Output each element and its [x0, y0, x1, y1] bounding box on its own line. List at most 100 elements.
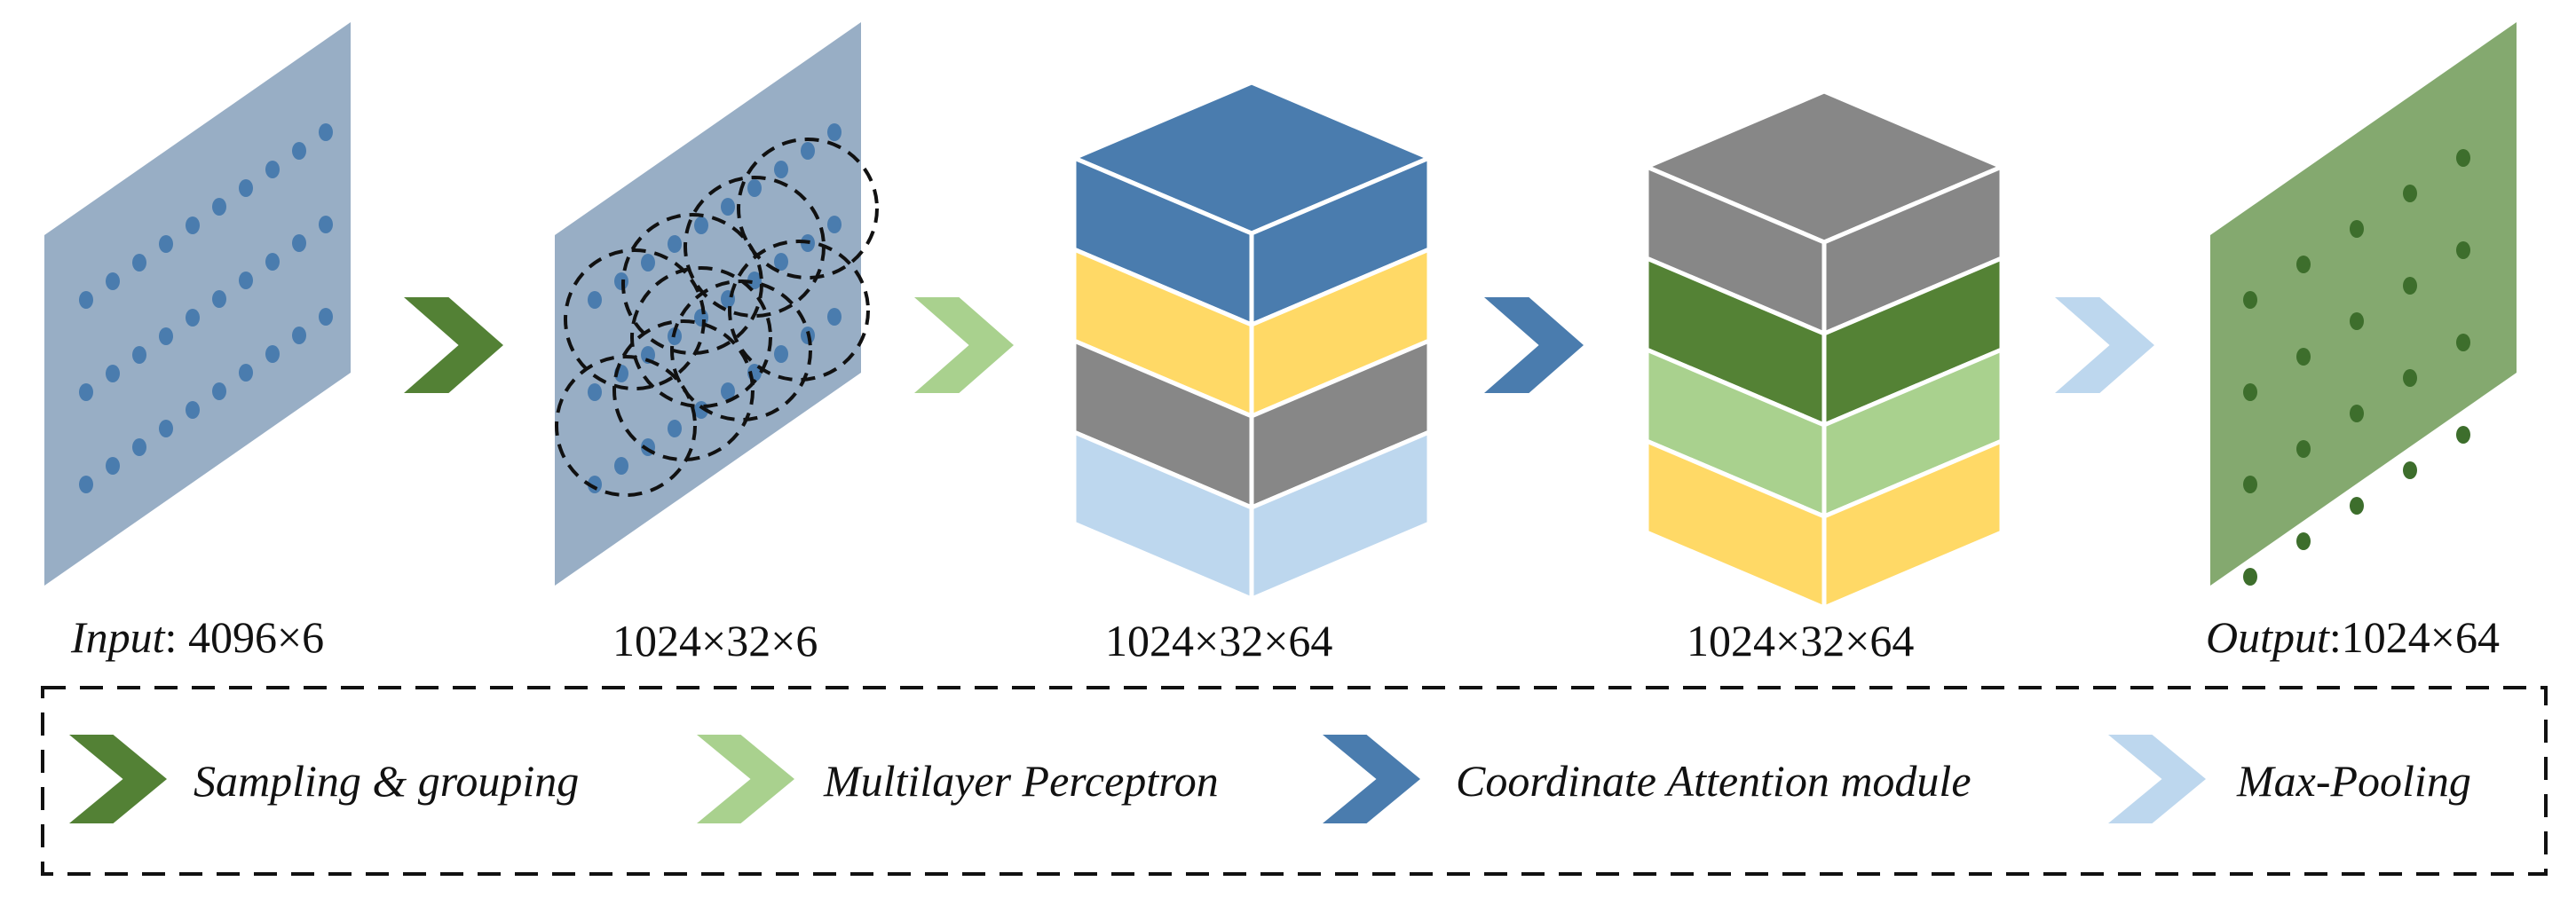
ca-label-value: 1024×32×64: [1687, 616, 1915, 665]
input-point: [159, 327, 173, 345]
input-point: [186, 401, 200, 419]
grouped-point: [641, 254, 655, 272]
input-point: [132, 346, 146, 364]
output-point: [2243, 476, 2257, 493]
input-point: [186, 309, 200, 327]
mlp-feature-stack: [1068, 80, 1435, 602]
grouped-point: [774, 345, 788, 363]
input-point: [239, 179, 253, 197]
input-point: [239, 364, 253, 382]
output-point: [2456, 334, 2470, 351]
grouped-point: [827, 308, 842, 326]
grouped-point: [747, 179, 762, 197]
legend-label-attention: Coordinate Attention module: [1456, 756, 1972, 806]
legend-chevron-icon: [697, 735, 794, 823]
input-point: [292, 327, 306, 344]
grouped-point: [721, 198, 735, 216]
output-point: [2403, 461, 2417, 479]
input-point: [79, 383, 93, 401]
grouped-point: [588, 476, 602, 493]
legend-chevron-icon: [2108, 735, 2206, 823]
grouped-point: [827, 123, 842, 141]
output-point: [2456, 149, 2470, 167]
ca-layer-right-face: [1821, 437, 2004, 611]
grouped-point: [694, 216, 708, 234]
grouped-point: [668, 235, 682, 253]
input-point: [265, 345, 280, 363]
output-point: [2296, 256, 2311, 273]
input-point: [292, 142, 306, 160]
group-radius-circle: [630, 266, 772, 408]
mlp-arrow: [914, 297, 1014, 393]
output-point: [2296, 440, 2311, 458]
output-plane-surface: [2210, 22, 2517, 586]
input-label-value: : 4096×6: [164, 612, 325, 662]
output-point: [2350, 405, 2364, 422]
input-point: [106, 365, 120, 382]
output-label-prefix: Output: [2206, 612, 2329, 662]
legend-box: [41, 686, 2548, 876]
input-point: [159, 420, 173, 437]
legend-icons: [69, 735, 2206, 823]
grouped-label-value: 1024×32×6: [612, 616, 818, 665]
output-point: [2243, 568, 2257, 586]
ca-label: 1024×32×64: [1687, 618, 1914, 663]
group-radius-circle: [728, 240, 870, 382]
output-label: Output:1024×64: [2206, 615, 2500, 659]
grouped-point: [614, 272, 628, 290]
input-point: [79, 476, 93, 493]
mlp-layer-right-face: [1249, 429, 1432, 602]
output-point: [2403, 277, 2417, 295]
input-point: [79, 291, 93, 309]
input-point: [132, 438, 146, 456]
output-point: [2456, 241, 2470, 259]
output-point: [2296, 348, 2311, 366]
attention-feature-stack: [1640, 89, 2008, 611]
legend-chevron-icon: [69, 735, 167, 823]
grouped-point-cloud-plane: [555, 22, 879, 586]
input-label: Input: 4096×6: [71, 615, 324, 659]
grouped-point: [827, 216, 842, 233]
grouped-point: [588, 383, 602, 401]
group-radius-circle: [670, 279, 812, 421]
input-point: [106, 272, 120, 290]
output-point: [2350, 220, 2364, 238]
output-point: [2456, 426, 2470, 444]
grouped-label: 1024×32×6: [612, 618, 818, 663]
input-point: [212, 198, 226, 216]
output-point: [2350, 497, 2364, 515]
group-radius-circle: [564, 248, 706, 390]
input-point: [106, 457, 120, 475]
group-radius-circle: [555, 355, 697, 497]
output-point: [2350, 312, 2364, 330]
legend-label-mlp: Multilayer Perceptron: [824, 756, 1219, 806]
input-point: [212, 382, 226, 400]
output-point: [2296, 532, 2311, 550]
input-point: [239, 272, 253, 289]
grouped-point: [614, 457, 628, 475]
input-point: [212, 290, 226, 308]
input-point: [319, 308, 333, 326]
input-point: [319, 123, 333, 141]
grouped-point: [774, 161, 788, 178]
input-point-cloud-plane: [44, 22, 351, 586]
group-radius-circle: [737, 138, 879, 279]
input-point: [132, 254, 146, 272]
grouped-point: [721, 382, 735, 400]
sampling-arrow: [404, 297, 503, 393]
output-point: [2403, 185, 2417, 202]
input-point: [159, 235, 173, 253]
pipeline-arrows: [404, 297, 2154, 393]
legend-label-maxpool: Max-Pooling: [2237, 756, 2471, 806]
legend-chevron-icon: [1323, 735, 1420, 823]
maxpool-arrow: [2055, 297, 2154, 393]
grouped-point: [588, 291, 602, 309]
input-label-prefix: Input: [71, 612, 165, 662]
input-point: [319, 216, 333, 233]
mlp-label: 1024×32×64: [1105, 618, 1332, 663]
output-point: [2403, 369, 2417, 387]
output-point: [2243, 383, 2257, 401]
output-feature-plane: [2210, 22, 2517, 586]
grouped-point: [641, 346, 655, 364]
